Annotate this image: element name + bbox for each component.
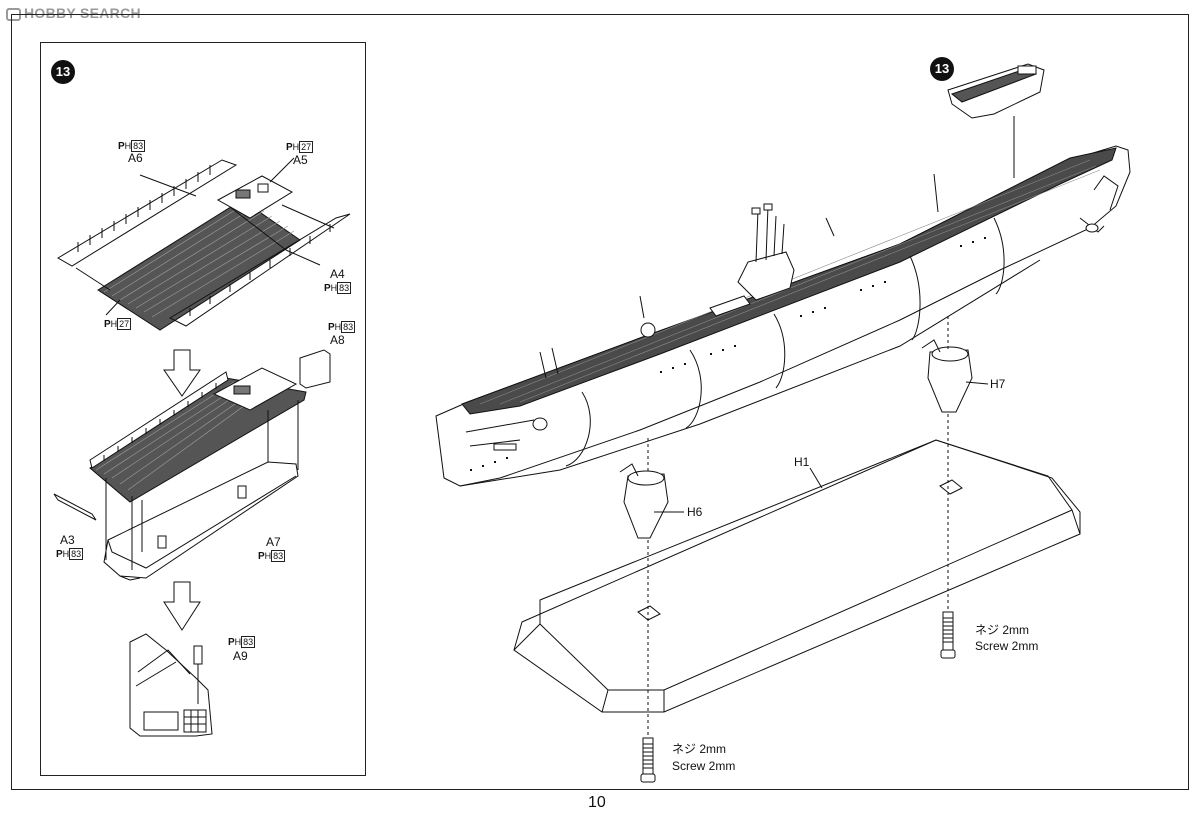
assembled-boat xyxy=(947,63,1045,119)
boat-part-a8 xyxy=(299,349,331,389)
boat-side-a6 xyxy=(57,159,238,267)
display-stand-h1 xyxy=(513,439,1081,713)
screw-bottom-label-jp: ネジ 2mm xyxy=(672,742,727,756)
boat-stern-detail xyxy=(129,633,213,737)
label-a5: A5 xyxy=(293,153,308,167)
label-a6: A6 xyxy=(128,151,143,165)
stand-post-h7 xyxy=(921,339,973,413)
submarine-hull xyxy=(435,145,1131,487)
boat-cabin-a5 xyxy=(216,175,294,219)
label-a3: A3 xyxy=(60,533,75,547)
screw-right xyxy=(940,611,956,659)
page-number: 10 xyxy=(588,794,606,811)
step-13-badge: 13 xyxy=(51,60,75,84)
boat-hull-a7 xyxy=(103,461,299,581)
label-h6: H6 xyxy=(687,505,703,519)
label-a8: A8 xyxy=(330,333,345,347)
down-arrow-icon xyxy=(163,349,201,397)
boat-side-a4 xyxy=(168,213,351,327)
page-frame xyxy=(11,14,1189,790)
screw-bottom-label-en: Screw 2mm xyxy=(672,759,736,773)
label-a9: A9 xyxy=(233,649,248,663)
down-arrow-icon xyxy=(163,581,201,631)
boat-part-a3 xyxy=(53,493,97,521)
boat-subassembly-panel xyxy=(40,42,366,776)
label-a4: A4 xyxy=(330,267,345,281)
label-h7: H7 xyxy=(990,377,1006,391)
boat-upper-assembly xyxy=(89,367,307,503)
screw-right-label-jp: ネジ 2mm xyxy=(975,623,1030,637)
label-a7: A7 xyxy=(266,535,281,549)
stand-post-h6 xyxy=(619,463,669,539)
label-h1: H1 xyxy=(794,455,810,469)
deck-fittings xyxy=(539,173,939,379)
screw-right-label-en: Screw 2mm xyxy=(975,639,1039,653)
conning-tower xyxy=(737,203,795,301)
screw-bottom xyxy=(640,737,656,783)
step-13-badge-main: 13 xyxy=(930,57,954,81)
